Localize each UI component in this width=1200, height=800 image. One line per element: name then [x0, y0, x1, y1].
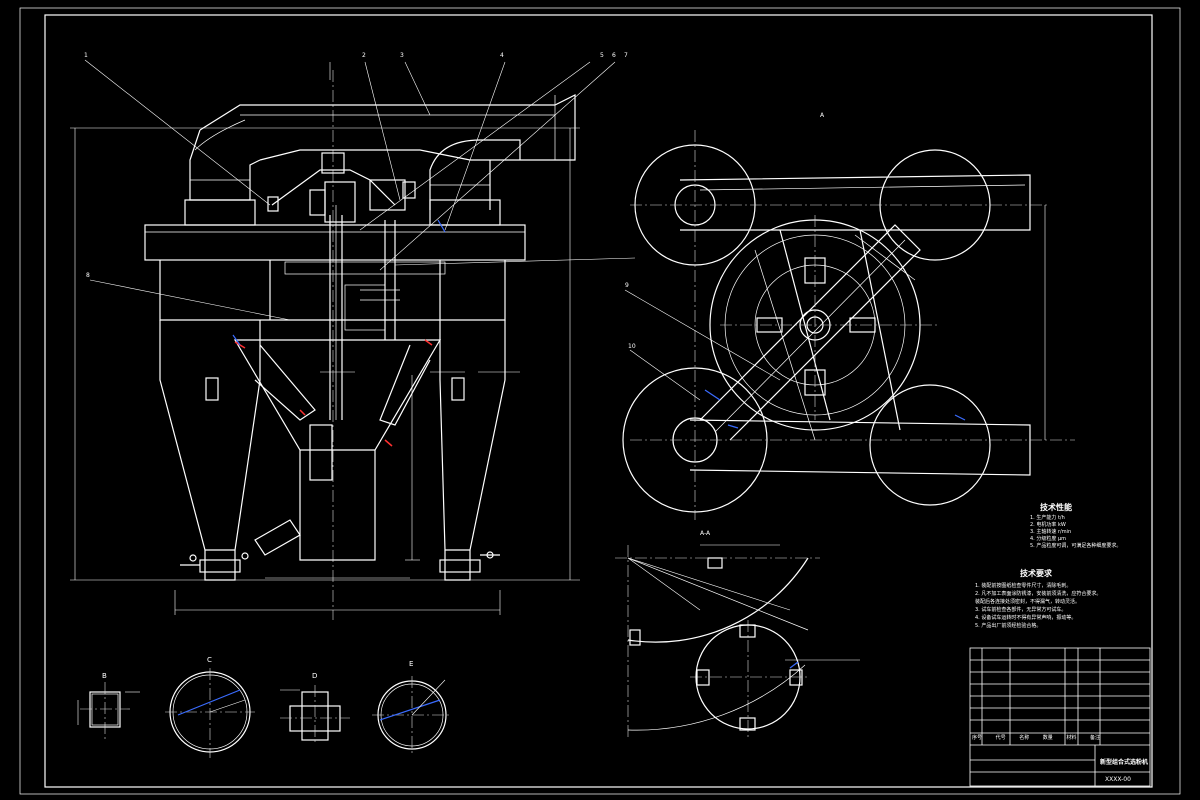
tech-perf-line: 1. 生产能力 t/h — [1030, 515, 1065, 521]
outer-border — [19, 7, 1181, 795]
header-cell: 数量 — [1042, 735, 1053, 741]
inner-border — [44, 14, 1153, 788]
tech-req-line: 装配后各连接处须密封，不得漏气，转动灵活。 — [975, 599, 1081, 605]
balloon: 7 — [624, 52, 628, 59]
detail-c — [165, 668, 255, 758]
detail-e — [372, 676, 452, 755]
product-name: 新型组合式选粉机 — [1100, 759, 1149, 766]
view-label-section: A-A — [700, 530, 711, 537]
tech-req-line: 2. 凡不加工表面涂防锈漆，安装前须清洗，应符合要求。 — [975, 591, 1102, 597]
tech-req-line: 4. 设备试车运转时不得有异常声响，振动等。 — [975, 615, 1077, 621]
title-block — [969, 647, 1151, 787]
balloon: 9 — [625, 282, 629, 289]
header-cell: 备注 — [1089, 735, 1100, 741]
front-elevation-view — [70, 59, 636, 620]
drawing-number: XXXX-00 — [1105, 776, 1131, 783]
section-detail-view — [615, 544, 860, 740]
view-label-top: A — [820, 112, 825, 119]
tech-req-line: 5. 产品出厂前须经检验合格。 — [975, 623, 1042, 629]
header-cell: 名称 — [1019, 735, 1030, 741]
balloon: 5 — [600, 52, 604, 59]
detail-d — [280, 685, 350, 745]
detail-b — [77, 682, 140, 740]
tech-req-line: 3. 试车前检查各部件，无异常方可试车。 — [975, 607, 1067, 613]
balloon: 6 — [612, 52, 616, 59]
tech-req-title: 技术要求 — [1020, 569, 1052, 578]
balloon: 8 — [86, 272, 90, 279]
tech-perf-line: 5. 产品粒度可调，可满足各种细度要求。 — [1030, 543, 1122, 549]
view-label-e: E — [409, 660, 414, 668]
header-cell: 材料 — [1066, 735, 1077, 741]
balloon: 1 — [84, 52, 88, 59]
top-plan-view — [622, 130, 1075, 520]
view-label-c: C — [207, 656, 212, 664]
balloon: 2 — [362, 52, 366, 59]
balloon: 4 — [500, 52, 504, 59]
title-block-headers: 序号 代号 名称 数量 材料 备注 — [972, 734, 1100, 741]
tech-perf-line: 2. 电机功率 kW — [1030, 522, 1066, 528]
tech-perf-block: 技术性能 1. 生产能力 t/h 2. 电机功率 kW 3. 主轴转速 r/mi… — [1030, 502, 1170, 550]
header-cell: 序号 — [972, 735, 983, 741]
tech-req-block: 技术要求 1. 装配前按图纸检查零件尺寸，清除毛刺。 2. 凡不加工表面涂防锈漆… — [975, 568, 1155, 630]
view-label-d: D — [312, 672, 318, 680]
header-cell: 代号 — [995, 735, 1006, 741]
tech-perf-line: 3. 主轴转速 r/min — [1030, 529, 1072, 535]
balloon: 10 — [628, 343, 636, 350]
balloon: 3 — [400, 52, 404, 59]
view-label-b: B — [102, 672, 107, 680]
tech-perf-title: 技术性能 — [1040, 503, 1072, 512]
tech-perf-line: 4. 分级粒度 μm — [1030, 536, 1067, 542]
tech-req-line: 1. 装配前按图纸检查零件尺寸，清除毛刺。 — [975, 583, 1072, 589]
